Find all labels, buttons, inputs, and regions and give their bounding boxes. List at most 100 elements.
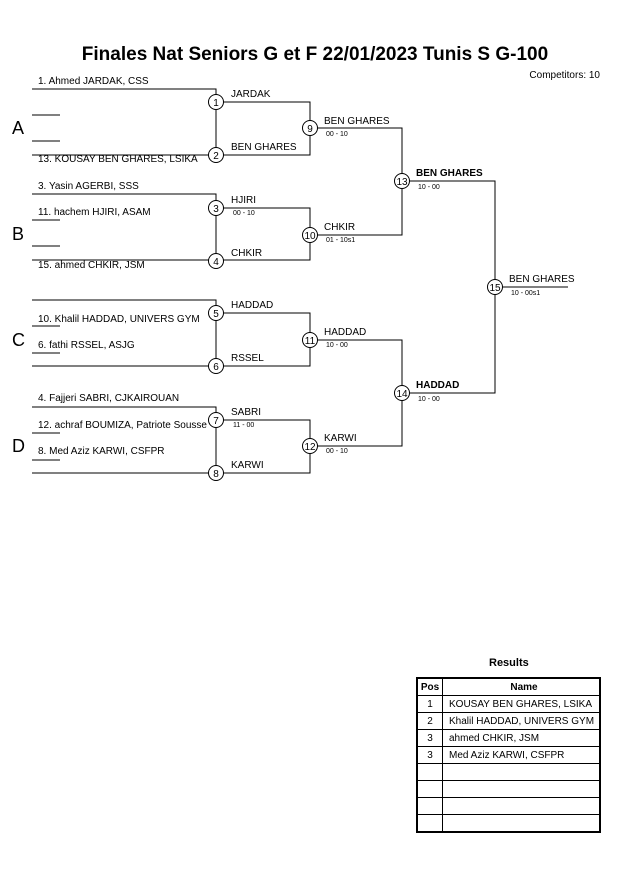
svg-text:10: 10 xyxy=(304,231,316,242)
result-pos: 1 xyxy=(416,695,443,713)
svg-text:3: 3 xyxy=(213,204,219,215)
winner-match-13: BEN GHARES xyxy=(416,168,483,179)
pool-label-b: B xyxy=(12,224,25,244)
competitors-count: Competitors: 10 xyxy=(529,70,600,81)
entry-11: 11. hachem HJIRI, ASAM xyxy=(38,207,151,218)
svg-text:2: 2 xyxy=(213,151,219,162)
result-name xyxy=(442,763,601,781)
match-node-8: 8 xyxy=(208,465,224,481)
match-node-5: 5 xyxy=(208,305,224,321)
match-node-10: 10 xyxy=(302,227,318,243)
svg-text:6: 6 xyxy=(213,362,219,373)
result-name xyxy=(442,814,601,833)
page-title: Finales Nat Seniors G et F 22/01/2023 Tu… xyxy=(81,44,549,65)
entry-1: 1. Ahmed JARDAK, CSS xyxy=(38,76,149,87)
score-match-11: 10 - 00 xyxy=(326,342,348,349)
result-pos xyxy=(416,780,443,798)
winner-match-10: CHKIR xyxy=(324,222,356,233)
winner-match-7: SABRI xyxy=(231,407,262,418)
entry-8: 8. Med Aziz KARWI, CSFPR xyxy=(38,446,165,457)
results-title: Results xyxy=(489,657,529,669)
entry-13: 13. KOUSAY BEN GHARES, LSIKA xyxy=(38,154,198,165)
match-node-1: 1 xyxy=(208,94,224,110)
score-match-9: 00 - 10 xyxy=(326,131,348,138)
match-node-15: 15 xyxy=(487,279,503,295)
svg-text:1: 1 xyxy=(213,98,219,109)
svg-text:13: 13 xyxy=(396,177,408,188)
match-node-4: 4 xyxy=(208,253,224,269)
winner-match-11: HADDAD xyxy=(324,327,367,338)
result-name xyxy=(442,780,601,798)
match-node-9: 9 xyxy=(302,120,318,136)
winner-final: BEN GHARES xyxy=(509,274,575,285)
table-row xyxy=(416,814,601,833)
result-name: Khalil HADDAD, UNIVERS GYM xyxy=(442,712,601,730)
table-row xyxy=(416,780,601,798)
results-header-row: Pos Name xyxy=(416,677,601,696)
match-node-13: 13 xyxy=(394,173,410,189)
score-match-7: 11 - 00 xyxy=(233,422,255,429)
svg-text:11: 11 xyxy=(305,336,316,347)
result-pos xyxy=(416,763,443,781)
match-node-6: 6 xyxy=(208,358,224,374)
match-node-7: 7 xyxy=(208,412,224,428)
winner-match-5: HADDAD xyxy=(231,300,274,311)
table-row xyxy=(416,763,601,781)
svg-text:4: 4 xyxy=(213,257,219,268)
winner-match-9: BEN GHARES xyxy=(324,116,390,127)
entry-6: 6. fathi RSSEL, ASJG xyxy=(38,340,135,351)
score-match-13: 10 - 00 xyxy=(418,184,440,191)
results-col-pos: Pos xyxy=(416,677,443,696)
svg-text:15: 15 xyxy=(489,283,501,294)
match-node-11: 11 xyxy=(302,332,318,348)
score-match-10: 01 - 10s1 xyxy=(326,237,356,244)
score-match-14: 10 - 00 xyxy=(418,396,440,403)
result-pos: 3 xyxy=(416,729,443,747)
match-node-12: 12 xyxy=(302,438,318,454)
entry-4: 4. Fajjeri SABRI, CJKAIROUAN xyxy=(38,393,180,404)
score-match-3: 00 - 10 xyxy=(233,210,255,217)
winner-match-2: BEN GHARES xyxy=(231,142,297,153)
winner-match-8: KARWI xyxy=(231,460,264,471)
pool-label-c: C xyxy=(12,330,25,350)
pool-label-a: A xyxy=(12,118,25,138)
winner-match-3: HJIRI xyxy=(231,195,256,206)
svg-text:8: 8 xyxy=(213,469,219,480)
winner-match-4: CHKIR xyxy=(231,248,263,259)
entry-3: 3. Yasin AGERBI, SSS xyxy=(38,181,139,192)
table-row xyxy=(416,797,601,815)
result-pos: 3 xyxy=(416,746,443,764)
result-name: KOUSAY BEN GHARES, LSIKA xyxy=(442,695,601,713)
entry-10: 10. Khalil HADDAD, UNIVERS GYM xyxy=(38,314,200,325)
match-node-3: 3 xyxy=(208,200,224,216)
pool-label-d: D xyxy=(12,436,25,456)
result-pos xyxy=(416,797,443,815)
svg-text:12: 12 xyxy=(304,442,316,453)
svg-text:7: 7 xyxy=(213,416,219,427)
score-final: 10 - 00s1 xyxy=(511,290,541,297)
entry-12: 12. achraf BOUMIZA, Patriote Sousse xyxy=(38,420,207,431)
match-node-14: 14 xyxy=(394,385,410,401)
result-name: ahmed CHKIR, JSM xyxy=(442,729,601,747)
svg-text:5: 5 xyxy=(213,309,219,320)
winner-match-12: KARWI xyxy=(324,433,357,444)
match-node-2: 2 xyxy=(208,147,224,163)
results-col-name: Name xyxy=(442,677,601,696)
result-name: Med Aziz KARWI, CSFPR xyxy=(442,746,601,764)
result-name xyxy=(442,797,601,815)
svg-text:9: 9 xyxy=(307,124,313,135)
winner-match-6: RSSEL xyxy=(231,353,264,364)
svg-text:14: 14 xyxy=(396,389,408,400)
entry-15: 15. ahmed CHKIR, JSM xyxy=(38,260,145,271)
score-match-12: 00 - 10 xyxy=(326,448,348,455)
result-pos: 2 xyxy=(416,712,443,730)
result-pos xyxy=(416,814,443,833)
winner-match-1: JARDAK xyxy=(231,89,271,100)
winner-match-14: HADDAD xyxy=(416,380,460,391)
